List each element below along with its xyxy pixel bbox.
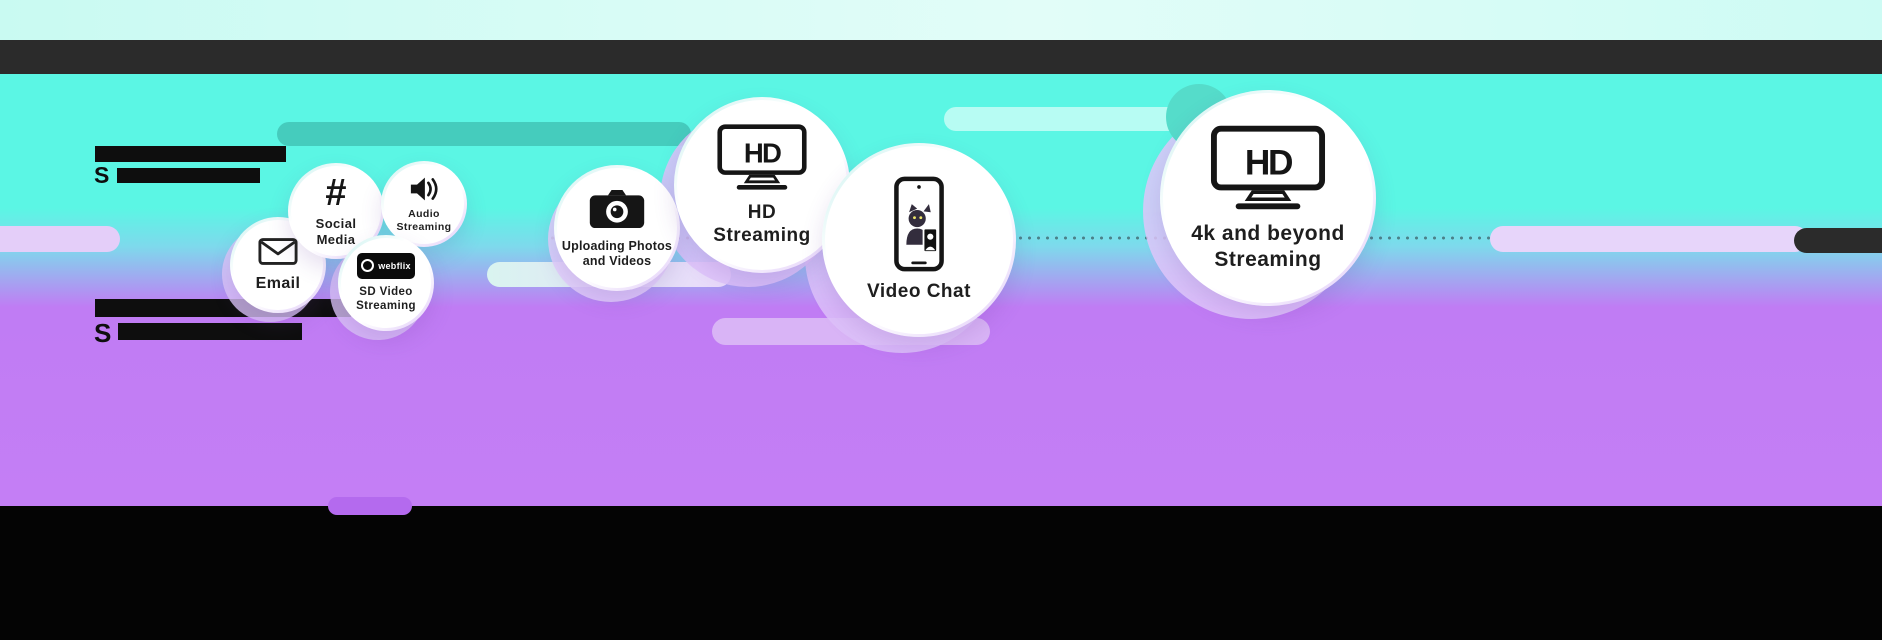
bubble-sd-video-streaming: webflix SD Video Streaming	[338, 235, 434, 331]
speed-streak-teal	[277, 122, 691, 146]
bubble-content: Email	[256, 237, 301, 294]
top-sky-band	[0, 0, 1882, 40]
redacted-text-bar	[95, 146, 286, 162]
speed-streak-lavender-right	[1490, 226, 1808, 252]
video-player-icon: webflix	[357, 252, 415, 279]
player-brand-text: webflix	[378, 260, 411, 271]
video-call-phone-icon	[894, 176, 944, 272]
speed-streak-lavender-left	[0, 226, 120, 252]
heading-letter: S	[94, 318, 112, 348]
bubble-content: webflix SD Video Streaming	[340, 252, 432, 313]
bubble-content: HD 4k and beyond Streaming	[1178, 124, 1358, 272]
redacted-text-bar	[95, 299, 351, 317]
cat-silhouette	[906, 204, 931, 246]
tv-icon: HD	[717, 124, 807, 190]
bubble-label: Social Media	[315, 216, 357, 247]
tv-icon: HD	[1210, 125, 1326, 210]
pip-thumbnail	[922, 228, 938, 254]
speaker-icon	[410, 177, 438, 201]
bubble-content: HD HD Streaming	[702, 123, 822, 247]
bubble-content: Video Chat	[867, 176, 971, 303]
bubble-social-media: # Social Media	[288, 163, 384, 259]
speed-streak-bottom	[328, 497, 412, 515]
tv-screen-text: HD	[744, 137, 781, 168]
bubble-content: Audio Streaming	[388, 175, 460, 234]
bubble-content: Uploading Photos and Videos	[558, 187, 676, 270]
redacted-text-bar	[117, 168, 260, 183]
redacted-text-bar	[118, 323, 302, 340]
heading-letter: S	[94, 162, 110, 188]
bubble-uploading-photos-videos: Uploading Photos and Videos	[554, 165, 680, 291]
bubble-4k-streaming: HD 4k and beyond Streaming	[1160, 90, 1376, 306]
bubble-label: Uploading Photos and Videos	[561, 238, 673, 268]
bubble-content: # Social Media	[301, 174, 371, 248]
envelope-icon	[258, 237, 298, 265]
speed-streak-cyan-light	[944, 107, 1187, 131]
bubble-video-chat: Video Chat	[822, 143, 1016, 337]
speed-streak-dark-right	[1794, 228, 1882, 253]
footer-bar	[0, 506, 1882, 640]
header-bar	[0, 40, 1882, 74]
bubble-label: SD Video Streaming	[356, 285, 416, 312]
camera-icon	[589, 189, 645, 228]
bubble-label: Email	[255, 274, 301, 292]
bubble-hd-streaming: HD HD Streaming	[674, 97, 850, 273]
bubble-label: 4k and beyond Streaming	[1191, 221, 1345, 271]
bubble-label: Video Chat	[867, 281, 971, 303]
record-dot-icon	[361, 259, 375, 273]
hashtag-icon: #	[325, 172, 347, 215]
bubble-label: Audio Streaming	[396, 207, 452, 233]
tv-screen-text: HD	[1245, 143, 1292, 182]
bubble-label: HD Streaming	[713, 201, 811, 246]
bubble-audio-streaming: Audio Streaming	[381, 161, 467, 247]
